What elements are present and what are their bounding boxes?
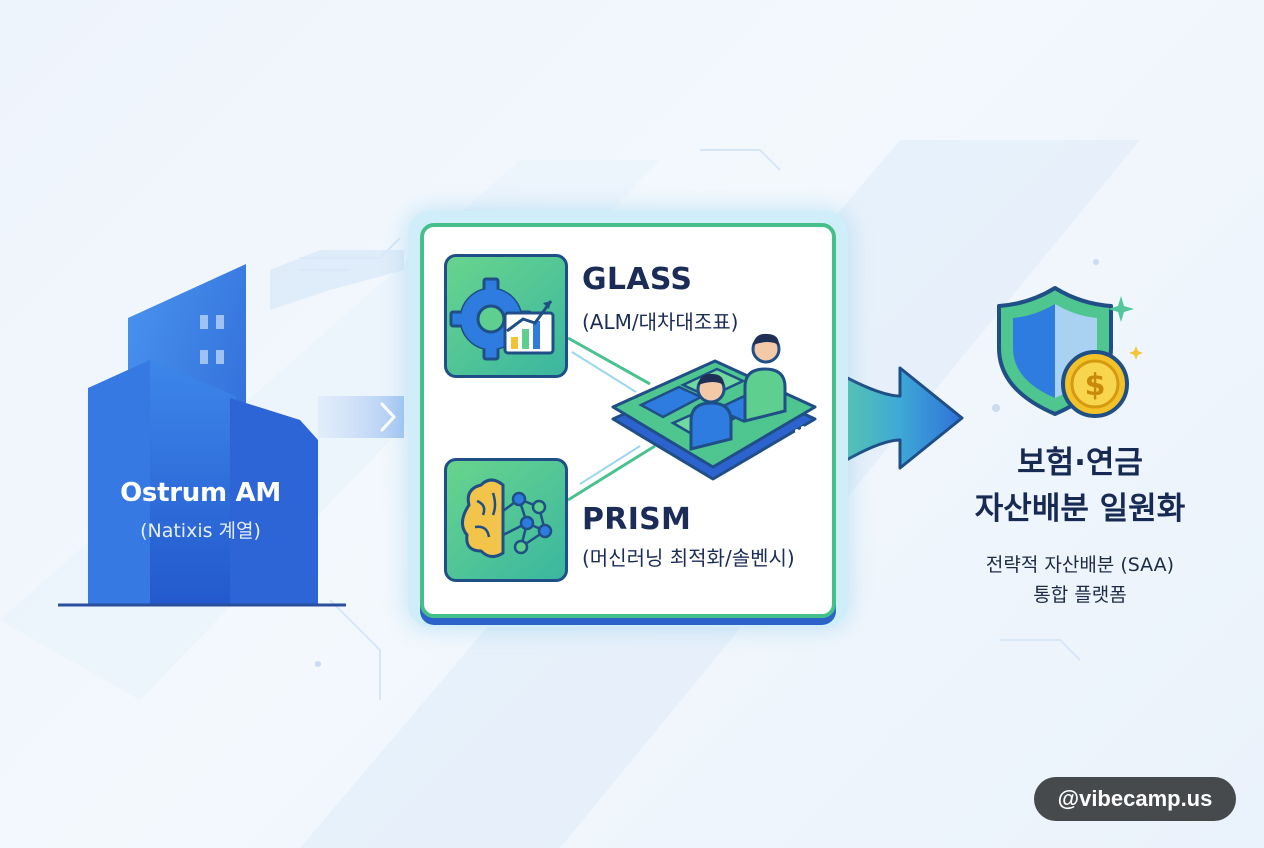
source-title: Ostrum AM bbox=[120, 478, 281, 508]
prism-tile bbox=[444, 458, 568, 582]
glass-tile bbox=[444, 254, 568, 378]
prism-name: PRISM bbox=[582, 502, 692, 537]
result-subtitle-line2: 통합 플랫폼 bbox=[1033, 584, 1127, 606]
result-subtitle-line1: 전략적 자산배분 (SAA) bbox=[985, 554, 1175, 576]
output-arrow bbox=[834, 366, 964, 470]
brain-network-icon bbox=[461, 478, 553, 558]
svg-text:$: $ bbox=[1085, 368, 1106, 403]
building-icon bbox=[58, 264, 346, 607]
result-title: 보험·연금 자산배분 일원화 bbox=[900, 440, 1260, 532]
glass-name: GLASS bbox=[582, 262, 693, 297]
result-subtitle: 전략적 자산배분 (SAA) 통합 플랫폼 bbox=[900, 550, 1260, 610]
result-title-line2: 자산배분 일원화 bbox=[974, 491, 1186, 527]
prism-description: (머신러닝 최적화/솔벤시) bbox=[582, 546, 795, 570]
result-title-line1: 보험·연금 bbox=[1017, 445, 1143, 481]
collaboration-platform-icon bbox=[611, 333, 817, 481]
source-subtitle: (Natixis 계열) bbox=[140, 520, 261, 542]
shield-coin-icon: $ bbox=[997, 286, 1143, 418]
gear-chart-icon bbox=[449, 277, 555, 361]
glass-description: (ALM/대차대조표) bbox=[582, 310, 739, 334]
watermark-badge[interactable]: @vibecamp.us bbox=[1034, 777, 1236, 821]
